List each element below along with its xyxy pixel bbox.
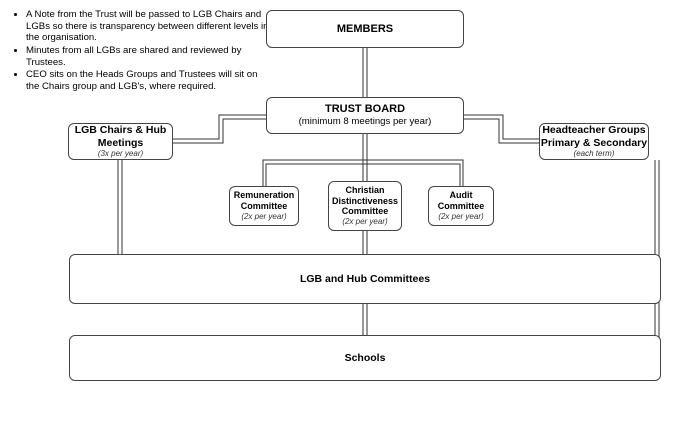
members-box: MEMBERS [266,10,464,48]
lgb-hub-to-schools-connector [362,304,368,335]
christian-title-line2: Distinctiveness [331,195,399,206]
christian-frequency: (2x per year) [342,216,388,226]
lgb-chairs-box: LGB Chairs & Hub Meetings (3x per year) [68,123,173,160]
audit-title-line2: Committee [437,201,485,211]
trust-board-box: TRUST BOARD (minimum 8 meetings per year… [266,97,464,134]
headteacher-frequency: (each term) [573,149,615,158]
remuneration-committee-box: Remuneration Committee (2x per year) [229,186,299,226]
members-title: MEMBERS [336,22,394,35]
audit-committee-box: Audit Committee (2x per year) [428,186,494,226]
members-to-trust-connector [362,48,368,97]
note-item: CEO sits on the Heads Groups and Trustee… [26,69,271,92]
audit-title-line1: Audit [449,190,473,201]
remuneration-frequency: (2x per year) [241,211,287,221]
lgb-chairs-frequency: (3x per year) [97,149,144,158]
trust-to-lgb-chairs-connector [173,114,266,144]
lgb-hub-committees-box: LGB and Hub Committees [69,254,661,304]
lgb-hub-title: LGB and Hub Committees [299,272,431,285]
headteacher-title-line1: Headteacher Groups [542,124,646,136]
headteacher-title-line2: Primary & Secondary [540,136,648,149]
trust-board-subtitle: (minimum 8 meetings per year) [298,116,432,127]
christian-distinctiveness-committee-box: Christian Distinctiveness Committee (2x … [328,181,402,231]
trust-to-headteacher-connector [464,114,539,144]
christian-title-line1: Christian [345,185,385,196]
schools-title: Schools [344,351,386,364]
audit-frequency: (2x per year) [438,211,484,221]
trust-board-title: TRUST BOARD [324,103,406,115]
lgb-chairs-title-line1: LGB Chairs & Hub [74,124,167,136]
note-item: Minutes from all LGBs are shared and rev… [26,45,271,68]
headteacher-groups-box: Headteacher Groups Primary & Secondary (… [539,123,649,160]
note-item: A Note from the Trust will be passed to … [26,9,271,44]
notes-list: A Note from the Trust will be passed to … [10,9,271,94]
lgb-chairs-to-lgb-hub-connector [117,160,123,254]
christian-title-line3: Committee [341,206,389,217]
remuneration-title-line1: Remuneration [233,190,295,201]
remuneration-title-line2: Committee [240,201,288,211]
lgb-chairs-title-line2: Meetings [97,136,144,149]
schools-box: Schools [69,335,661,381]
